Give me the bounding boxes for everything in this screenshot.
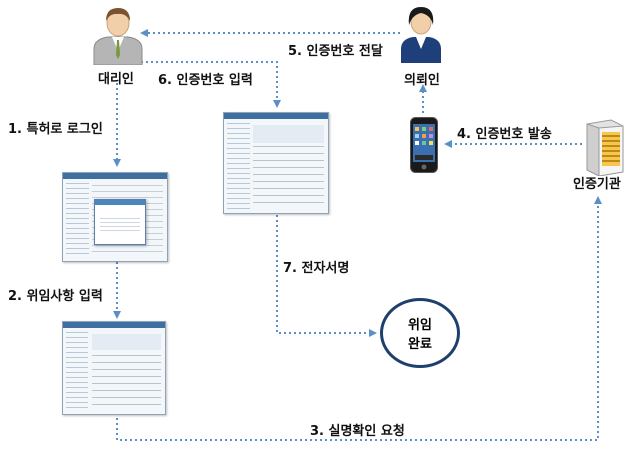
server-authority-icon bbox=[586, 119, 624, 176]
delegation-input-screen-thumbnail bbox=[62, 321, 166, 415]
complete-label-line1: 위임 bbox=[408, 318, 432, 333]
step-4-label: 4. 인증번호 발송 bbox=[457, 127, 552, 142]
step-6-label: 6. 인증번호 입력 bbox=[158, 73, 253, 88]
step-7-label: 7. 전자서명 bbox=[283, 261, 350, 276]
client-label: 의뢰인 bbox=[404, 73, 440, 88]
auth-code-input-screen-thumbnail bbox=[223, 112, 329, 214]
step-3-label: 3. 실명확인 요청 bbox=[310, 424, 405, 439]
authority-label: 인증기관 bbox=[573, 177, 621, 192]
client-person-icon bbox=[401, 7, 441, 63]
arrow-3-to-authority bbox=[116, 196, 602, 441]
step-2-label: 2. 위임사항 입력 bbox=[8, 289, 103, 304]
complete-label-line2: 완료 bbox=[408, 337, 432, 352]
agent-label: 대리인 bbox=[98, 72, 134, 87]
agent-person-icon bbox=[93, 8, 143, 65]
step-1-label: 1. 특허로 로그인 bbox=[8, 122, 103, 137]
delegation-complete-circle: 위임 완료 bbox=[380, 298, 460, 368]
step-5-label: 5. 인증번호 전달 bbox=[288, 44, 383, 59]
login-screen-thumbnail bbox=[62, 172, 168, 262]
smartphone-icon bbox=[410, 117, 438, 173]
arrow-6-to-screen bbox=[141, 61, 281, 108]
